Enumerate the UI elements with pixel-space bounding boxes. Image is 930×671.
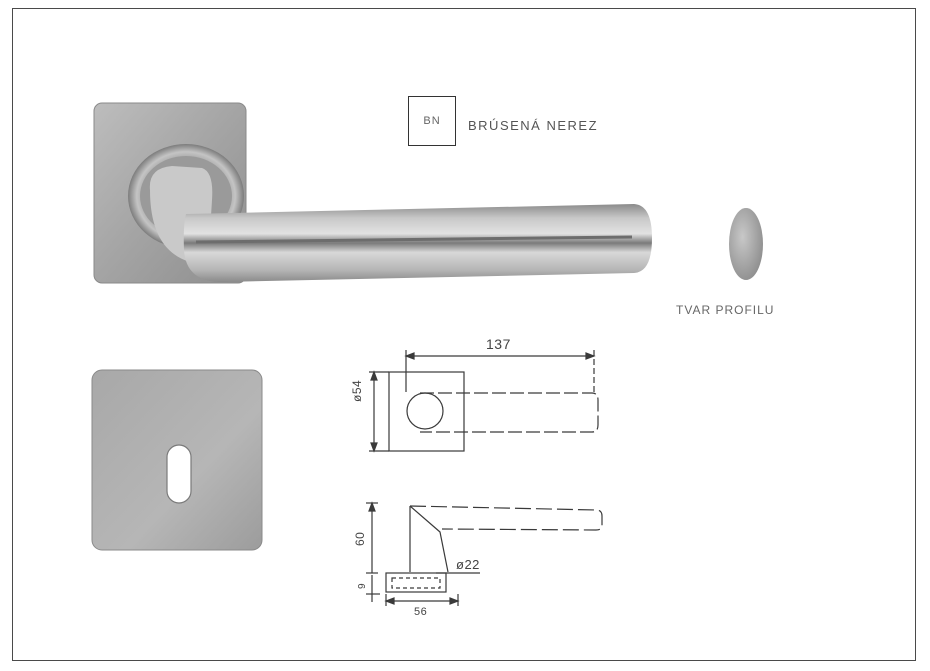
dimension-length: 137 (486, 336, 511, 352)
top-view-drawing (369, 350, 599, 453)
dimension-rosette-thickness: 9 (357, 582, 368, 589)
finish-code-box: BN (408, 96, 456, 146)
finish-code: BN (423, 115, 441, 127)
dimension-rosette-diameter: ø54 (350, 379, 364, 402)
profile-label: TVAR PROFILU (676, 303, 775, 317)
finish-name: BRÚSENÁ NEREZ (468, 118, 599, 133)
side-view-drawing (366, 501, 603, 606)
handle-lever (183, 204, 652, 282)
dimension-rosette-width: 56 (414, 606, 428, 618)
keyhole (166, 444, 192, 504)
dimension-neck-diameter: ø22 (456, 557, 480, 572)
dimension-height: 60 (353, 531, 367, 546)
profile-shape (729, 208, 763, 280)
